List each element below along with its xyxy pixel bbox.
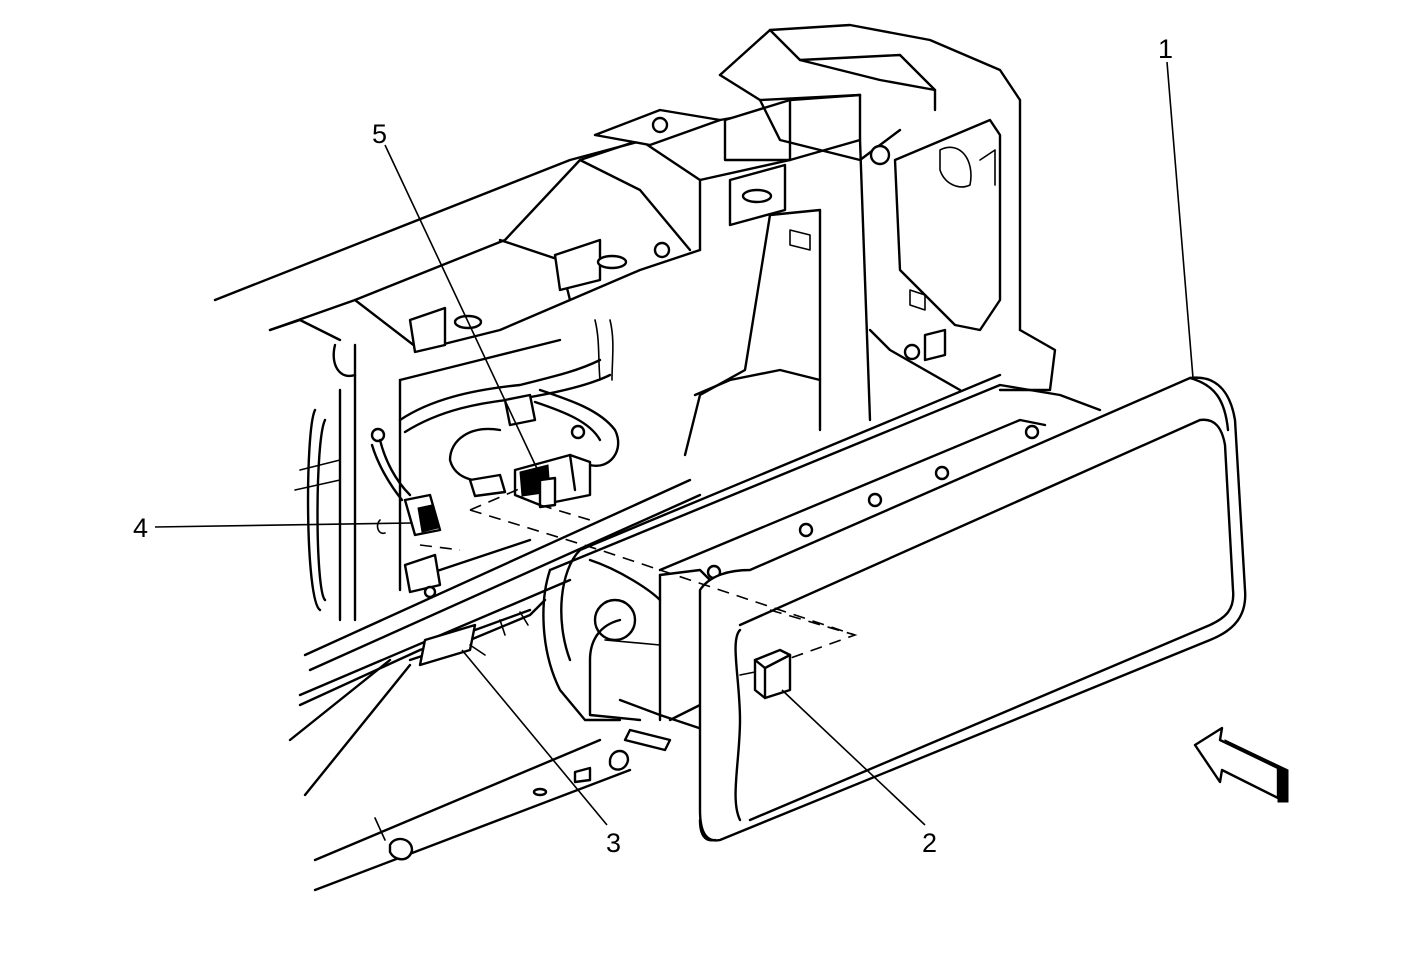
- callout-leaders: [154, 61, 1194, 826]
- alignment-lines: [419, 479, 858, 661]
- airbag-connector-2: [739, 648, 792, 700]
- callout-1: 1: [1158, 34, 1173, 64]
- callout-2: 2: [922, 828, 937, 858]
- callout-3: 3: [606, 828, 621, 858]
- callout-labels: 1 2 3 4 5: [133, 34, 1173, 858]
- callout-4: 4: [133, 513, 148, 543]
- view-direction-arrow-icon: [1193, 726, 1289, 803]
- harness-connector-4: [403, 493, 442, 537]
- callout-5: 5: [372, 119, 387, 149]
- airbag-module: [542, 373, 1247, 842]
- harness-connector-5: [513, 453, 592, 509]
- wiring-harness: [370, 319, 620, 502]
